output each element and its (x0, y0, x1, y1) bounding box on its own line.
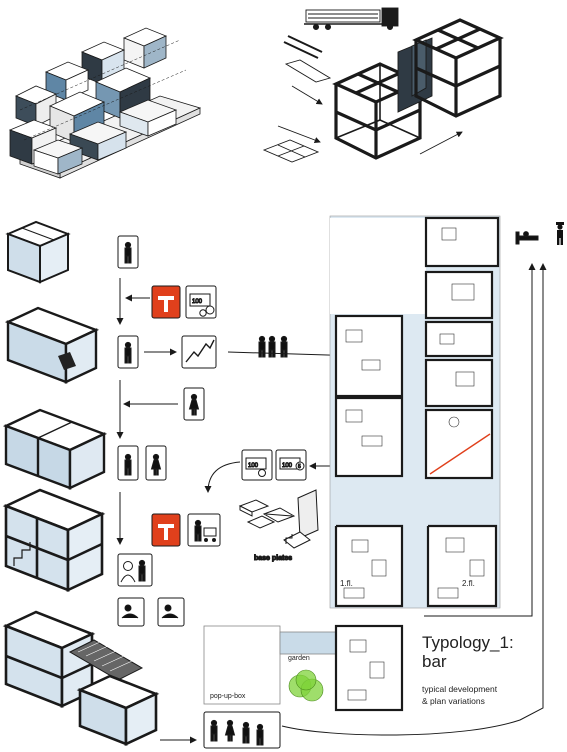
base-plates-label: base plates (254, 555, 292, 562)
single-person-icon (117, 235, 139, 269)
resident-icon (117, 335, 139, 369)
stage-3-unit (2, 408, 108, 490)
coin-label: 5 (298, 464, 301, 470)
stage-5-unit (2, 610, 160, 747)
process-flow: 100 (116, 235, 547, 749)
garden-trees (288, 669, 324, 702)
prefab-assembly-illustration (262, 7, 504, 163)
pop-up-box-label: pop-up-box (210, 693, 246, 700)
growth-chart-icon (181, 335, 217, 369)
base-plates-objects (238, 489, 319, 549)
floor-2-label: 2.fl. (462, 579, 475, 588)
subtitle-line-1: typical development (422, 684, 498, 694)
red-builder-icon-2 (151, 513, 181, 547)
stage-1-unit (5, 220, 71, 284)
price-tags-pair: 100 100 5 (241, 449, 307, 481)
garden-label: garden (288, 655, 310, 662)
floor-plan: 1.fl. 2.fl. (329, 215, 501, 609)
title-line-2: bar (422, 652, 447, 671)
shopping-cart-icon (187, 513, 221, 547)
family-icon (117, 553, 153, 587)
stage-2-unit (4, 306, 100, 384)
aggregated-blocks-illustration (8, 27, 202, 179)
truck-icon (304, 7, 399, 31)
price-tag-a-label: 100 (248, 463, 259, 469)
price-tag-b-label: 100 (282, 463, 293, 469)
price-tag-label: 100 (192, 299, 203, 305)
floor-1-label: 1.fl. (340, 579, 353, 588)
title-line-1: Typology_1: (422, 633, 514, 652)
price-tag-icon: 100 (185, 285, 217, 319)
title-block: Typology_1: bar typical development & pl… (422, 633, 514, 706)
red-builder-icon (151, 285, 181, 319)
growth-stages-column (2, 220, 160, 747)
subtitle-line-2: & plan variations (422, 696, 485, 706)
stage-4-unit (2, 488, 106, 593)
site-plan: garden pop-up-box (203, 624, 404, 712)
caretaker-icon (556, 222, 564, 245)
red-diagonal-line (429, 433, 491, 475)
couple-icon (117, 445, 167, 481)
extended-family-icon (203, 711, 281, 749)
baby-icon (117, 597, 185, 627)
bed-icon (515, 231, 539, 245)
woman-icon (183, 387, 205, 421)
